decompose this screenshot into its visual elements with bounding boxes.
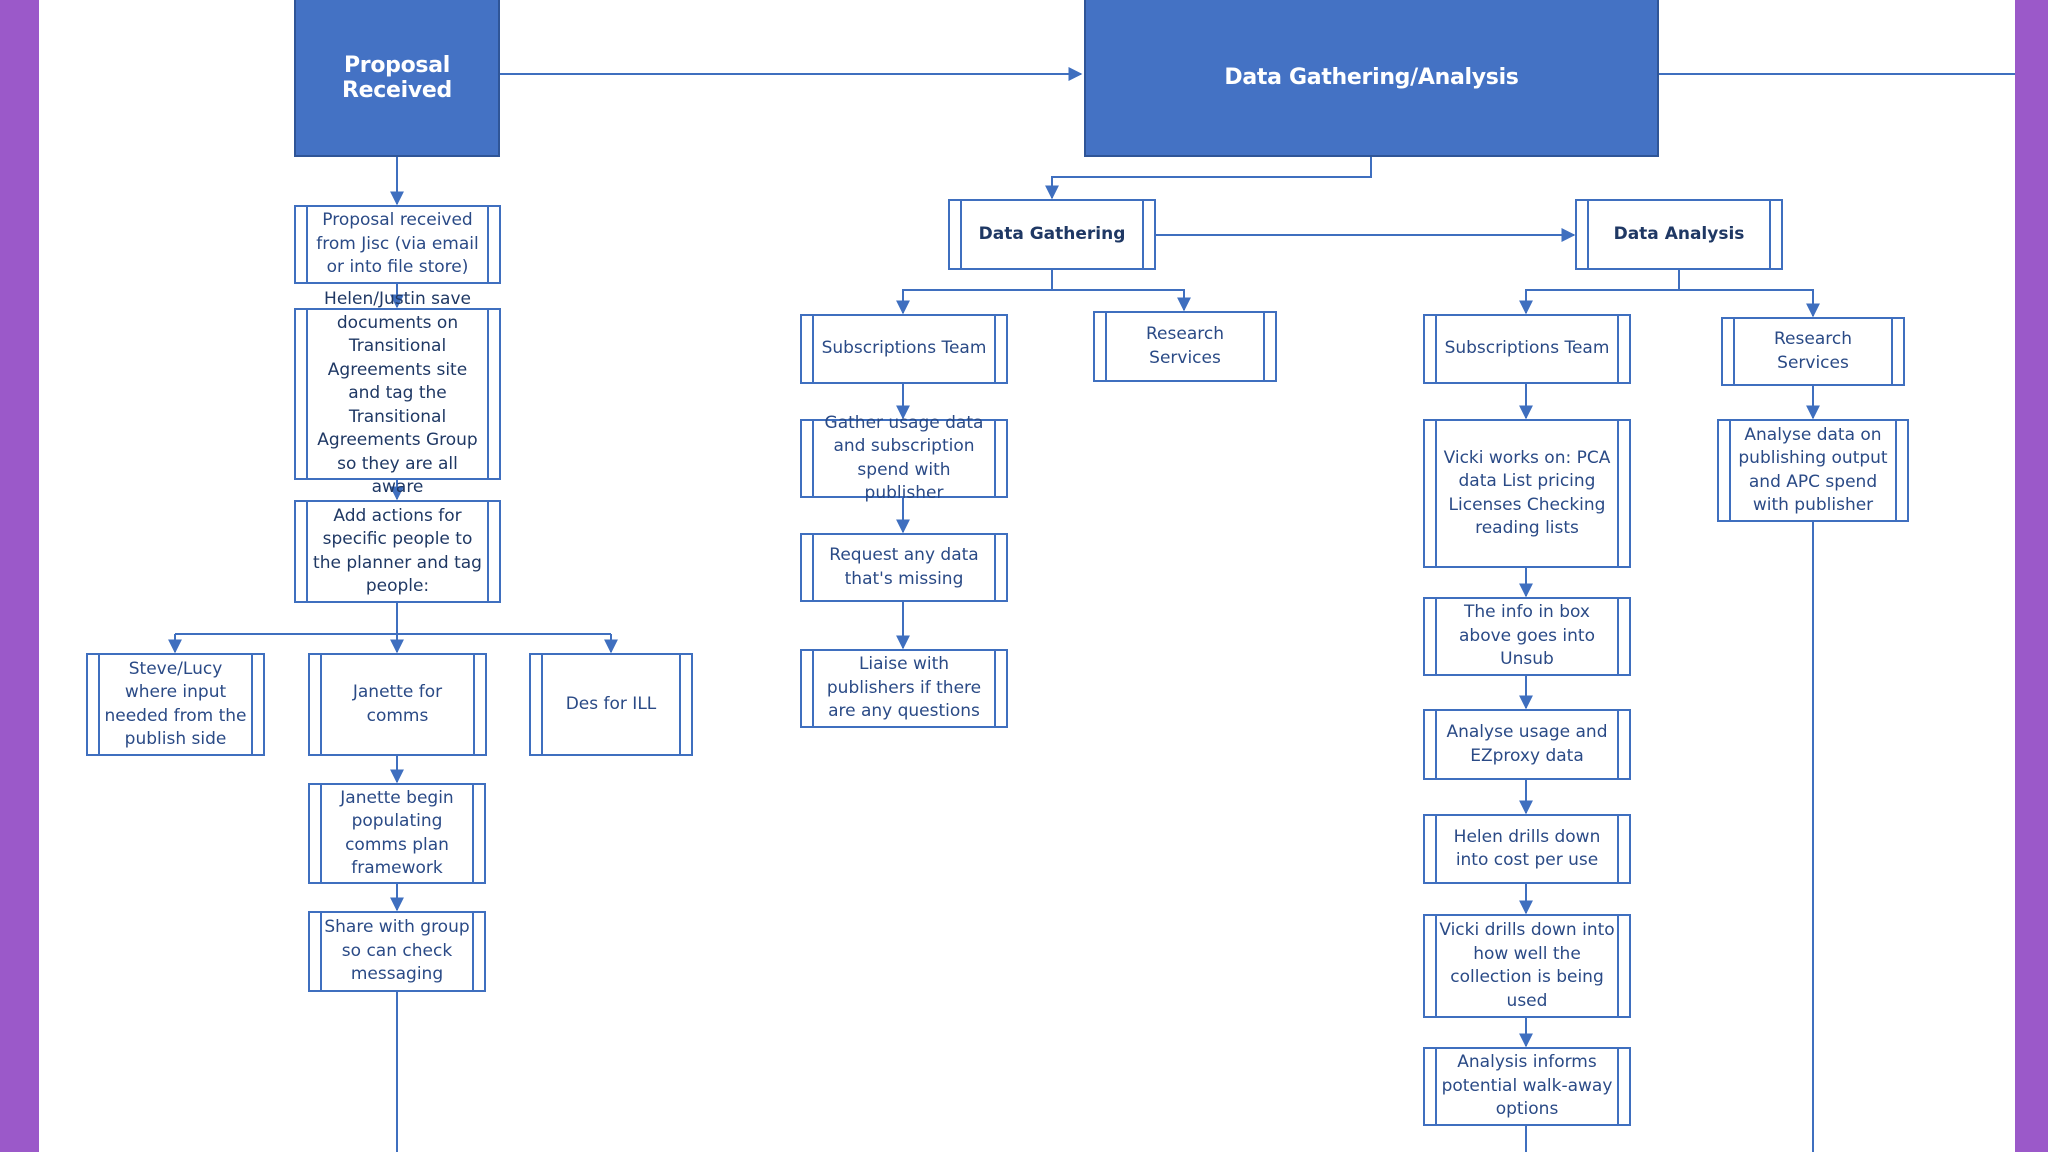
flowchart-canvas: Proposal Received Data Gathering/Analysi… bbox=[39, 0, 2015, 1152]
request-missing-box: Request any data that's missing bbox=[800, 533, 1008, 602]
vicki-works-box: Vicki works on: PCA data List pricing Li… bbox=[1423, 419, 1631, 568]
janette-comms-box: Janette for comms bbox=[308, 653, 487, 756]
gathering-subscriptions-team-box: Subscriptions Team bbox=[800, 314, 1008, 384]
data-gathering-box: Data Gathering bbox=[948, 199, 1156, 270]
gathering-research-services-box: Research Services bbox=[1093, 311, 1277, 382]
analyse-publishing-box: Analyse data on publishing output and AP… bbox=[1717, 419, 1909, 522]
proposal-received-header: Proposal Received bbox=[294, 0, 500, 157]
connector-lines bbox=[168, 67, 2015, 1152]
janette-begin-box: Janette begin populating comms plan fram… bbox=[308, 783, 486, 884]
share-with-group-box: Share with group so can check messaging bbox=[308, 911, 486, 992]
info-in-box-box: The info in box above goes into Unsub bbox=[1423, 597, 1631, 676]
proposal-from-jisc-box: Proposal received from Jisc (via email o… bbox=[294, 205, 501, 284]
analysis-informs-box: Analysis informs potential walk-away opt… bbox=[1423, 1047, 1631, 1126]
gather-usage-box: Gather usage data and subscription spend… bbox=[800, 413, 1008, 503]
steve-lucy-box: Steve/Lucy where input needed from the p… bbox=[86, 653, 265, 756]
analyse-usage-box: Analyse usage and EZproxy data bbox=[1423, 709, 1631, 780]
vicki-drills-box: Vicki drills down into how well the coll… bbox=[1423, 914, 1631, 1018]
analysis-research-services-box: Research Services bbox=[1721, 317, 1905, 386]
analysis-subscriptions-team-box: Subscriptions Team bbox=[1423, 314, 1631, 384]
liaise-box: Liaise with publishers if there are any … bbox=[800, 649, 1008, 728]
helen-justin-save-box: Helen/Justin save documents on Transitio… bbox=[294, 289, 501, 497]
data-analysis-box: Data Analysis bbox=[1575, 199, 1783, 270]
helen-drills-box: Helen drills down into cost per use bbox=[1423, 814, 1631, 884]
des-ill-box: Des for ILL bbox=[529, 653, 693, 756]
data-gathering-analysis-header: Data Gathering/Analysis bbox=[1084, 0, 1659, 157]
add-actions-box: Add actions for specific people to the p… bbox=[294, 500, 501, 603]
